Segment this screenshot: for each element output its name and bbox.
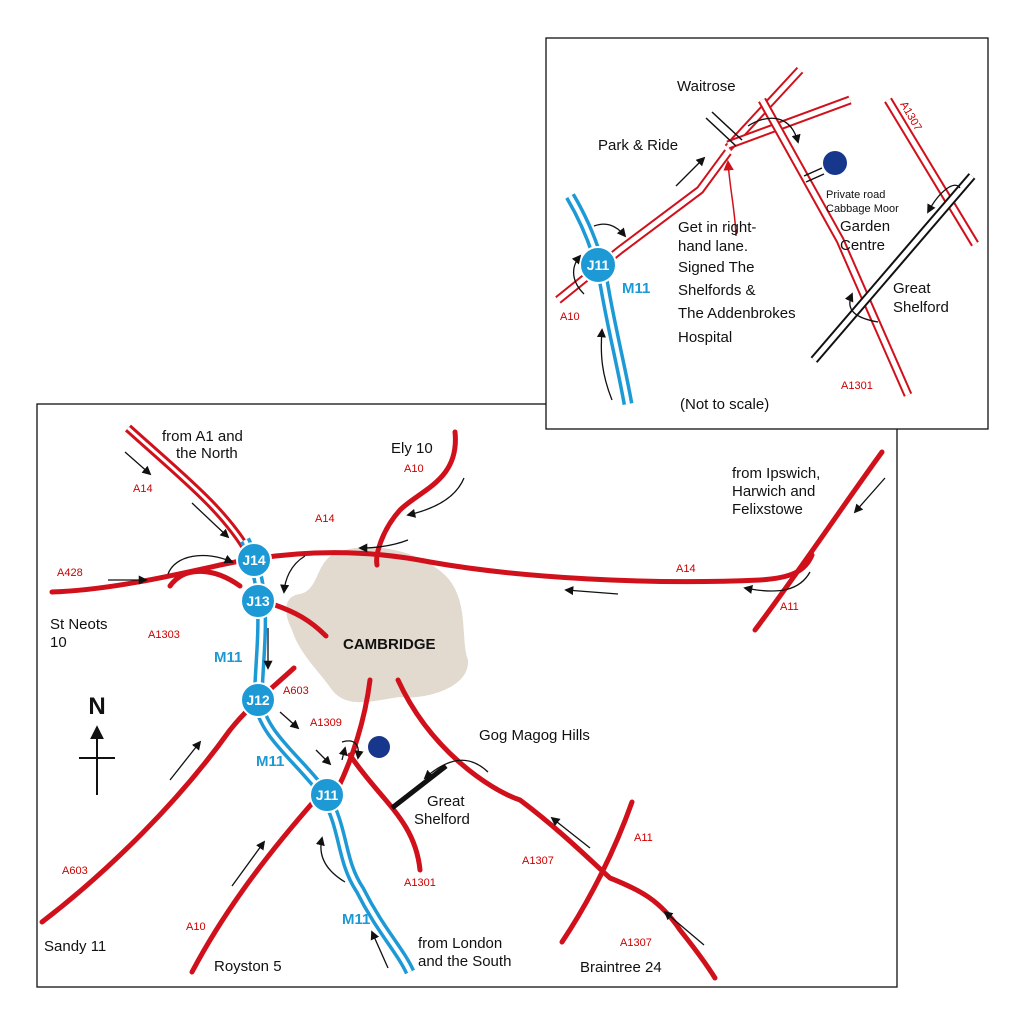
private-road-label-line1: Private road	[826, 189, 885, 201]
inset-route-arrows	[571, 117, 961, 401]
a1309-label: A1309	[310, 717, 342, 729]
a10-north-label: A10	[404, 463, 424, 475]
cambridge-area	[286, 547, 469, 703]
from-a1-label-line1: from A1 and	[162, 428, 243, 445]
a14-a1-link	[124, 424, 254, 558]
inset-great-shelford-line2: Shelford	[893, 299, 949, 316]
a428-road	[167, 568, 243, 589]
junction-j11-label: J11	[316, 787, 339, 803]
inset-a1307-road	[884, 97, 979, 247]
ipswich-label-line3: Felixstowe	[732, 501, 803, 518]
m11-label-north: M11	[214, 649, 242, 666]
route-arrows	[108, 451, 886, 969]
ipswich-label-line1: from Ipswich,	[732, 465, 820, 482]
a11-north-label: A11	[780, 601, 799, 613]
park-ride-label: Park & Ride	[598, 137, 678, 154]
a1307-south-label: A1307	[620, 937, 652, 949]
junction-j14-label: J14	[242, 552, 266, 568]
direction-line-3: Signed The	[678, 259, 754, 276]
ely-label: Ely 10	[391, 440, 433, 457]
garden-centre-label-line2: Centre	[840, 237, 885, 254]
gog-magog-label: Gog Magog Hills	[479, 727, 590, 744]
inset-m11-label: M11	[622, 280, 650, 297]
ipswich-label-line2: Harwich and	[732, 483, 815, 500]
inset-great-shelford-line1: Great	[893, 280, 931, 297]
main-map: J14 J13 J12 J11	[36, 403, 898, 988]
from-london-label-line2: and the South	[418, 953, 511, 970]
a1307-road	[395, 677, 718, 981]
a11-south-road	[559, 799, 635, 945]
st-neots-label-line1: St Neots	[50, 616, 108, 633]
a1307-north-label: A1307	[522, 855, 554, 867]
inset-a10-label: A10	[560, 311, 580, 323]
inset-a1301-label: A1301	[841, 380, 873, 392]
m11-label-south: M11	[342, 911, 370, 928]
inset-map: J11 M11 A10 A1307 A1301 Waitrose Park & …	[545, 37, 989, 430]
braintree-label: Braintree 24	[580, 959, 662, 976]
scale-note: (Not to scale)	[680, 396, 769, 413]
a603-south-label: A603	[62, 865, 88, 877]
a14-east-label: A14	[676, 563, 696, 575]
direction-line-4: Shelfords &	[678, 282, 756, 299]
inset-destination-marker	[823, 151, 847, 175]
a1303-label: A1303	[148, 629, 180, 641]
a14-north-label: A14	[315, 513, 335, 525]
a428-label: A428	[57, 567, 83, 579]
inset-m11-motorway	[565, 193, 634, 405]
junction-j13-label: J13	[246, 593, 270, 609]
st-neots-label-line2: 10	[50, 634, 67, 651]
a10-north-road	[374, 429, 458, 568]
north-label: N	[88, 693, 105, 720]
direction-line-2: hand lane.	[678, 238, 748, 255]
inset-a1301-road	[758, 97, 913, 397]
great-shelford-label-line2: Shelford	[414, 811, 470, 828]
a14-west-label: A14	[133, 483, 153, 495]
junction-j12: J12	[240, 682, 276, 718]
destination-marker	[368, 736, 390, 758]
a10-south-label: A10	[186, 921, 206, 933]
royston-label: Royston 5	[214, 958, 282, 975]
m11-label-mid: M11	[256, 753, 284, 770]
a1301-road	[347, 752, 423, 873]
great-shelford-label-line1: Great	[427, 793, 465, 810]
garden-centre-label-line1: Garden	[840, 218, 890, 235]
a14-road	[49, 550, 815, 595]
a11-north-road	[752, 449, 885, 633]
inset-side-roads	[705, 111, 825, 183]
direction-note: Get in right- hand lane. Signed The Shel…	[678, 219, 796, 346]
inset-junction-j11: J11	[579, 246, 617, 284]
main-map-frame	[36, 403, 898, 988]
junction-j11: J11	[309, 777, 345, 813]
from-london-label-line1: from London	[418, 935, 502, 952]
waitrose-label: Waitrose	[677, 78, 736, 95]
direction-line-6: Hospital	[678, 329, 732, 346]
north-arrow: N	[79, 693, 115, 795]
a1309-road	[334, 677, 373, 793]
a1303-road	[272, 602, 329, 639]
city-label: CAMBRIDGE	[343, 636, 436, 653]
sandy-label: Sandy 11	[44, 938, 106, 955]
a11-south-label: A11	[634, 832, 653, 844]
from-a1-label-line2: the North	[176, 445, 238, 462]
private-road-label-line2: Cabbage Moor	[826, 203, 899, 215]
a10-south-road	[189, 797, 318, 975]
great-shelford-link	[390, 764, 448, 810]
direction-line-5: The Addenbrokes	[678, 305, 796, 322]
inset-junction-label: J11	[587, 257, 610, 273]
junction-j12-label: J12	[246, 692, 270, 708]
a1301-label: A1301	[404, 877, 436, 889]
junction-j14: J14	[236, 542, 272, 578]
inset-great-shelford-road	[810, 173, 976, 363]
junction-j13: J13	[240, 583, 276, 619]
direction-line-1: Get in right-	[678, 219, 756, 236]
a603-north-label: A603	[283, 685, 309, 697]
